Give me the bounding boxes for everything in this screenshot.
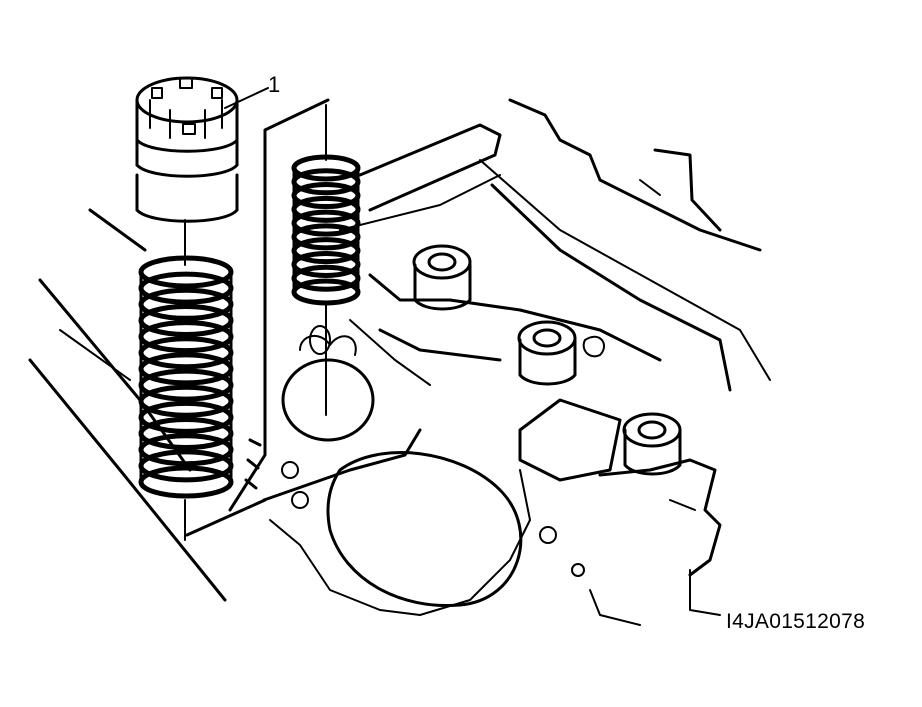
spring-coil bbox=[291, 168, 361, 196]
spring-coil bbox=[291, 182, 361, 210]
spring-coil bbox=[291, 264, 361, 292]
spring-coil bbox=[138, 271, 234, 305]
large-bore bbox=[281, 451, 585, 608]
valve-body-plate bbox=[28, 98, 771, 626]
spring-coil bbox=[138, 320, 234, 354]
spring-coil bbox=[138, 336, 234, 370]
small-spring bbox=[291, 154, 361, 306]
spring-coil bbox=[138, 449, 234, 483]
bolt-3 bbox=[622, 412, 682, 476]
spring-coil bbox=[291, 195, 361, 223]
spring-coil bbox=[138, 303, 234, 337]
spring-coil bbox=[138, 255, 234, 289]
spring-bore bbox=[281, 325, 375, 442]
spring-coil bbox=[138, 433, 234, 467]
bolt-2 bbox=[517, 320, 577, 386]
spring-coil bbox=[138, 368, 234, 402]
spring-coil bbox=[291, 223, 361, 251]
bolt-1 bbox=[412, 244, 472, 311]
spring-coil bbox=[138, 417, 234, 451]
spring-coil bbox=[138, 400, 234, 434]
part-callout-number: 1 bbox=[268, 72, 281, 97]
figure-code: I4JA01512078 bbox=[726, 610, 866, 633]
piston bbox=[135, 76, 239, 223]
callout-leader bbox=[224, 87, 269, 109]
spring-coil bbox=[138, 384, 234, 418]
spring-coil bbox=[291, 209, 361, 237]
spring-coil bbox=[291, 154, 361, 182]
spring-coil bbox=[291, 237, 361, 265]
large-spring bbox=[138, 255, 234, 499]
spring-coil bbox=[291, 278, 361, 306]
spring-coil bbox=[138, 465, 234, 499]
small-clip bbox=[582, 335, 605, 358]
spring-coil bbox=[138, 287, 234, 321]
spring-coil bbox=[291, 250, 361, 278]
spring-coil bbox=[138, 352, 234, 386]
